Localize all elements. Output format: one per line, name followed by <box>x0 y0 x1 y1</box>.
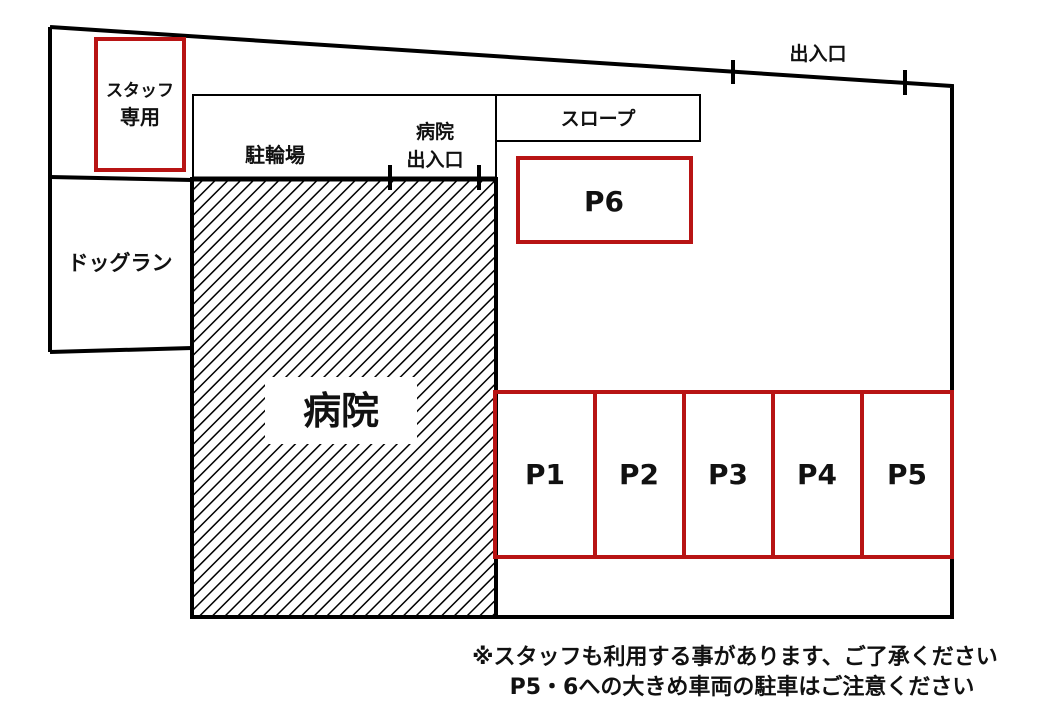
parking-space-p5 <box>860 390 954 559</box>
hospital-entrance-label-1: 病院 <box>416 120 454 143</box>
staff-only-label-1: スタッフ <box>106 81 174 101</box>
lot-outline <box>48 25 954 619</box>
slope-area <box>495 94 701 142</box>
dog-run-label: ドッグラン <box>68 251 173 275</box>
note-line-2: P5・6への大きめ車両の駐車はご注意ください <box>510 674 975 700</box>
staff-only-label-2: 専用 <box>120 105 160 129</box>
parking-space-p6 <box>516 156 693 244</box>
parking-space-p2-label: P2 <box>619 458 659 491</box>
staff-only-space <box>94 37 186 172</box>
parking-space-p6-label: P6 <box>584 185 624 218</box>
note-line-1: ※スタッフも利用する事があります、ご了承ください <box>472 644 998 670</box>
parking-row <box>493 390 954 559</box>
hospital-label-box <box>265 377 417 444</box>
parking-space-p5-label: P5 <box>887 458 927 491</box>
parking-space-p3-label: P3 <box>708 458 748 491</box>
lot-entrance-marks <box>731 60 907 95</box>
slope-label: スロープ <box>561 107 637 130</box>
hospital-entrance-label-2: 出入口 <box>406 148 463 171</box>
parking-space-p4-label: P4 <box>797 458 837 491</box>
bicycle-parking-label: 駐輪場 <box>245 143 305 167</box>
hospital-label: 病院 <box>303 389 379 433</box>
hospital-entrance-marks <box>388 165 481 190</box>
parking-space-p1-label: P1 <box>525 458 565 491</box>
lot-entrance-label: 出入口 <box>789 42 846 65</box>
